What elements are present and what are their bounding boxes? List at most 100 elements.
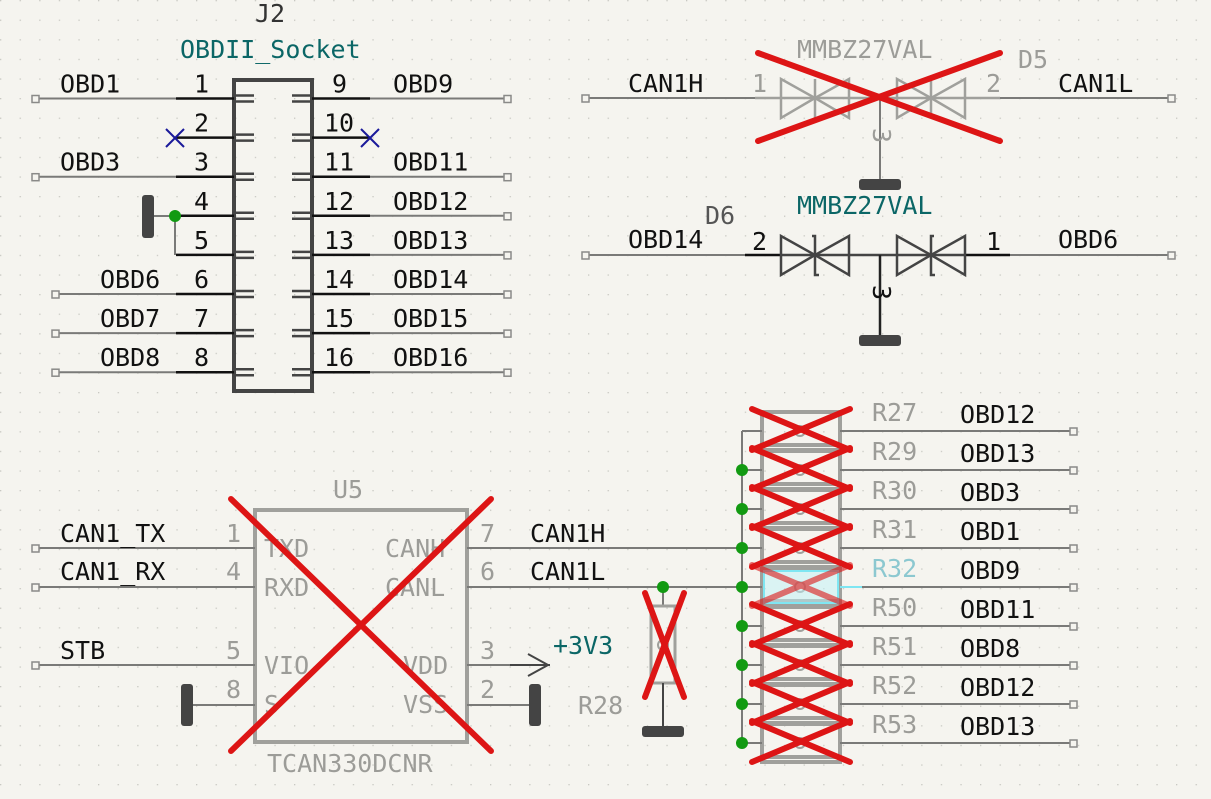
u5-value: TCAN330DCNR [267,749,434,778]
net-label: OBD11 [960,595,1035,624]
j2-pin-right[interactable]: 16 OBD16 [292,343,512,377]
u5-pin-name: CANH [385,534,445,563]
u5-pin-num: 5 [226,636,241,665]
junction-dot [657,581,669,593]
j2-pin-left[interactable]: 5 [176,226,254,260]
resistor-ref: R51 [872,632,917,661]
j2-value: OBDII_Socket [180,35,361,64]
u5-can-transceiver[interactable]: U5 TCAN330DCNR CAN1_TX CAN1_RX STB 1 4 5… [31,475,745,778]
r28-resistor[interactable]: R28 [578,581,687,737]
j2-pin-left[interactable]: 4 [176,187,254,221]
ground-symbol-icon [142,195,154,238]
net-label: OBD13 [960,712,1035,741]
net-label: OBD9 [393,70,453,99]
u5-pin-name: RXD [264,573,309,602]
d5-net-left: CAN1H [628,69,703,98]
net-label: OBD13 [393,226,468,255]
d6-tvs-diode[interactable]: OBD14 OBD6 2 1 MMBZ27VAL D6 3 [581,191,1176,346]
j2-ground [142,195,181,255]
net-label: OBD15 [393,304,468,333]
j2-pin-left[interactable]: 3 OBD3 [31,148,254,182]
j2-pin-right[interactable]: 14 OBD14 [292,265,512,299]
u5-pin-num: 2 [480,675,495,704]
d6-net-right: OBD6 [1058,225,1118,254]
dnp-cross-icon [642,590,687,700]
dnp-cross-icon [749,523,853,570]
j2-pin-number: 8 [194,343,209,372]
resistor-ref: R32 [872,554,917,583]
d6-pin3: 3 [867,285,896,300]
resistor-ref: R52 [872,671,917,700]
net-label-can1-tx: CAN1_TX [60,519,165,548]
dnp-cross-icon [749,718,853,765]
dnp-cross-icon [749,562,853,609]
j2-ref: J2 [255,0,285,28]
net-label: OBD12 [393,187,468,216]
j2-pin-left[interactable]: 8 OBD8 [51,343,254,377]
d6-value: MMBZ27VAL [797,191,932,220]
ground-symbol-icon [859,335,901,346]
net-label: OBD3 [60,148,120,177]
r28-ref: R28 [578,691,623,720]
j2-connector[interactable]: J2 OBDII_Socket 1OBD123OBD3456OBD67OBD78… [31,0,512,393]
d6-pin2: 2 [752,227,767,256]
junction-dot [736,581,748,593]
j2-pin-right[interactable]: 15 OBD15 [292,304,512,338]
j2-pin-number: 1 [194,70,209,99]
net-label: OBD14 [393,265,468,294]
resistor-ref: R31 [872,515,917,544]
j2-pin-number: 16 [324,343,354,372]
net-label: OBD12 [960,673,1035,702]
net-label: OBD16 [393,343,468,372]
j2-pin-number: 3 [194,148,209,177]
net-label: OBD3 [960,478,1020,507]
no-connect-pin10 [360,128,380,148]
resistor-r51[interactable]: R51 OBD8 [736,632,1078,687]
dnp-cross-icon [749,445,853,492]
resistor-r31[interactable]: R31 OBD1 [736,515,1078,570]
j2-pin-left[interactable]: 2 [176,109,254,142]
d5-tvs-diode[interactable]: CAN1H CAN1L 1 2 MMBZ27VAL D5 3 [581,35,1176,190]
u5-pin-num: 3 [480,636,495,665]
ground-symbol-icon [529,684,541,726]
resistor-ref: R27 [872,398,917,427]
j2-pin-number: 15 [324,304,354,333]
resistor-ref: R50 [872,593,917,622]
net-label: OBD8 [100,343,160,372]
net-label: OBD9 [960,556,1020,585]
no-connect-pin2 [165,128,185,148]
junction-dot [736,503,748,515]
d6-ref: D6 [705,201,735,230]
j2-pin-right[interactable]: 10 [292,109,370,142]
j2-pin-number: 12 [324,187,354,216]
dnp-cross-icon [749,640,853,687]
j2-pin-right[interactable]: 12 OBD12 [292,187,512,221]
d5-value: MMBZ27VAL [797,35,932,64]
j2-pin-number: 14 [324,265,354,294]
net-label: OBD1 [960,517,1020,546]
junction-dot [736,659,748,671]
d6-pin1: 1 [986,227,1001,256]
ground-symbol-icon [642,726,684,737]
net-label-can1-rx: CAN1_RX [60,557,165,586]
dnp-cross-icon [749,601,853,648]
junction-dot [736,464,748,476]
resistor-r52[interactable]: R52 OBD12 [736,671,1078,726]
d5-ref: D5 [1018,45,1048,74]
net-label: OBD8 [960,634,1020,663]
u5-pin-name: CANL [385,573,445,602]
power-arrow-icon [527,653,551,677]
net-label-stb: STB [60,636,105,665]
